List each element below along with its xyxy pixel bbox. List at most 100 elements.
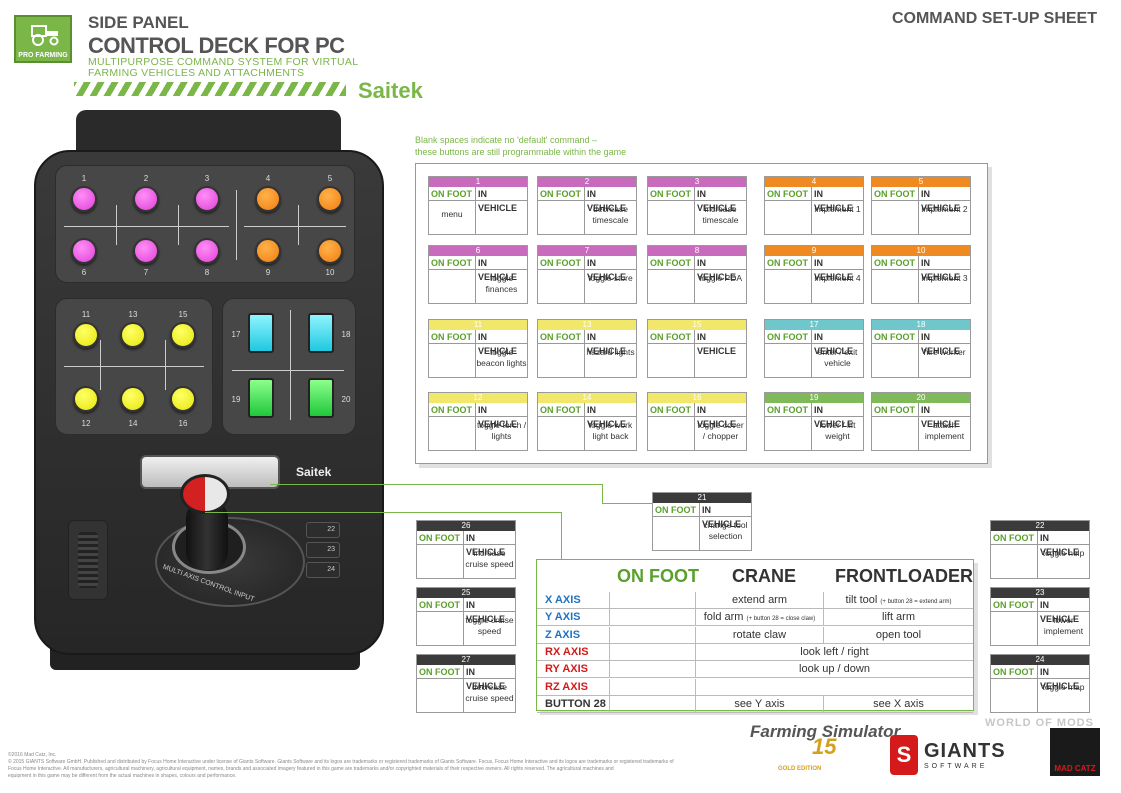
in-vehicle-command: toggle beacon lights	[476, 347, 527, 368]
button-7[interactable]	[133, 238, 159, 264]
on-foot-cell	[609, 592, 695, 608]
pro-farming-logo: PRO FARMING	[14, 15, 72, 63]
in-vehicle-header: IN VEHICLE	[814, 189, 854, 213]
on-foot-header: ON FOOT	[991, 531, 1039, 544]
button-4[interactable]	[255, 186, 281, 212]
in-vehicle-header: IN VEHICLE	[697, 189, 737, 213]
on-foot-cell	[609, 626, 695, 643]
button-3-label: 3	[204, 174, 210, 183]
crane-cell: rotate claw	[695, 626, 823, 643]
card-number: 18	[872, 320, 970, 330]
card-number: 26	[417, 521, 515, 531]
button-23[interactable]: 23	[306, 542, 340, 558]
sheet-title: COMMAND SET-UP SHEET	[891, 10, 1097, 27]
card-number: 6	[429, 246, 527, 256]
joystick-head[interactable]	[180, 474, 230, 514]
switch-18[interactable]	[308, 313, 334, 353]
switch-20[interactable]	[308, 378, 334, 418]
in-vehicle-header: IN VEHICLE	[587, 405, 627, 429]
in-vehicle-header: IN VEHICLE	[697, 258, 737, 282]
in-vehicle-command: decrease cruise speed	[465, 682, 514, 703]
on-foot-header: ON FOOT	[648, 187, 696, 200]
crane-value: extend arm	[731, 594, 788, 606]
button-16-label: 16	[178, 419, 188, 428]
button-1-label: 1	[81, 174, 87, 183]
blank-space-note: Blank spaces indicate no 'default' comma…	[415, 134, 626, 158]
button-16[interactable]	[170, 386, 196, 412]
on-foot-cell	[609, 661, 695, 678]
button-22[interactable]: 22	[306, 522, 340, 538]
span-cell	[695, 678, 973, 695]
button-11[interactable]	[73, 322, 99, 348]
button-24[interactable]: 24	[306, 562, 340, 578]
button-8[interactable]	[194, 238, 220, 264]
button-15[interactable]	[170, 322, 196, 348]
giants-logo: S GIANTS SOFTWARE	[890, 735, 1006, 775]
in-vehicle-command: toggle torch / lights	[476, 420, 527, 441]
button-2[interactable]	[133, 186, 159, 212]
frontloader-note: (+ button 28 = extend arm)	[880, 599, 952, 605]
on-foot-header: ON FOOT	[648, 256, 696, 269]
frontloader-value: open tool	[875, 628, 922, 641]
button-14[interactable]	[120, 386, 146, 412]
card-number: 24	[991, 655, 1089, 665]
frontloader-cell: open tool	[823, 626, 973, 643]
button-13-label: 13	[128, 310, 138, 319]
product-subtitle-2: FARMING VEHICLES AND ATTACHMENTS	[88, 67, 305, 79]
on-foot-command	[417, 679, 465, 712]
on-foot-header: ON FOOT	[648, 330, 696, 343]
on-foot-command	[765, 344, 813, 377]
card-number: 20	[872, 393, 970, 403]
on-foot-header: ON FOOT	[872, 187, 920, 200]
on-foot-command	[648, 417, 696, 450]
button-14-label: 14	[128, 419, 138, 428]
on-foot-command	[648, 344, 696, 377]
in-vehicle-command: hazard lights	[586, 347, 635, 357]
switch-17[interactable]	[248, 313, 274, 353]
switch-19[interactable]	[248, 378, 274, 418]
in-vehicle-command: hire worker	[923, 347, 966, 357]
in-vehicle-header: IN VEHICLE	[921, 189, 961, 213]
on-foot-header: ON FOOT	[538, 187, 586, 200]
in-vehicle-command: lower implement	[1043, 615, 1084, 636]
on-foot-command	[429, 344, 477, 377]
switch-17-label: 17	[231, 330, 241, 339]
crane-note: (+ button 28 = close claw)	[746, 616, 816, 623]
button-12[interactable]	[73, 386, 99, 412]
button-1[interactable]	[71, 186, 97, 212]
in-vehicle-header: IN VEHICLE	[1040, 667, 1080, 691]
card-number: 19	[765, 393, 863, 403]
axis-row: RZ AXIS	[537, 678, 973, 696]
frontloader-cell: see X axis	[823, 695, 973, 712]
button-3[interactable]	[194, 186, 220, 212]
crane-cell: fold arm (+ button 28 = close claw)	[695, 609, 823, 626]
card-number: 16	[648, 393, 746, 403]
saitek-logo: Saitek	[358, 78, 423, 103]
button-10[interactable]	[317, 238, 343, 264]
cruise-rocker[interactable]	[78, 532, 98, 588]
card-number: 17	[765, 320, 863, 330]
in-vehicle-header: IN VEHICLE	[478, 332, 518, 356]
in-vehicle-command	[695, 344, 746, 377]
in-vehicle-header: IN VEHICLE	[478, 258, 518, 282]
button-13[interactable]	[120, 322, 146, 348]
button-6[interactable]	[71, 238, 97, 264]
button-9[interactable]	[255, 238, 281, 264]
button-5[interactable]	[317, 186, 343, 212]
in-vehicle-command	[476, 201, 527, 234]
on-foot-cell	[609, 678, 695, 695]
on-foot-header: ON FOOT	[417, 598, 465, 611]
switch-20-label: 20	[341, 395, 351, 404]
